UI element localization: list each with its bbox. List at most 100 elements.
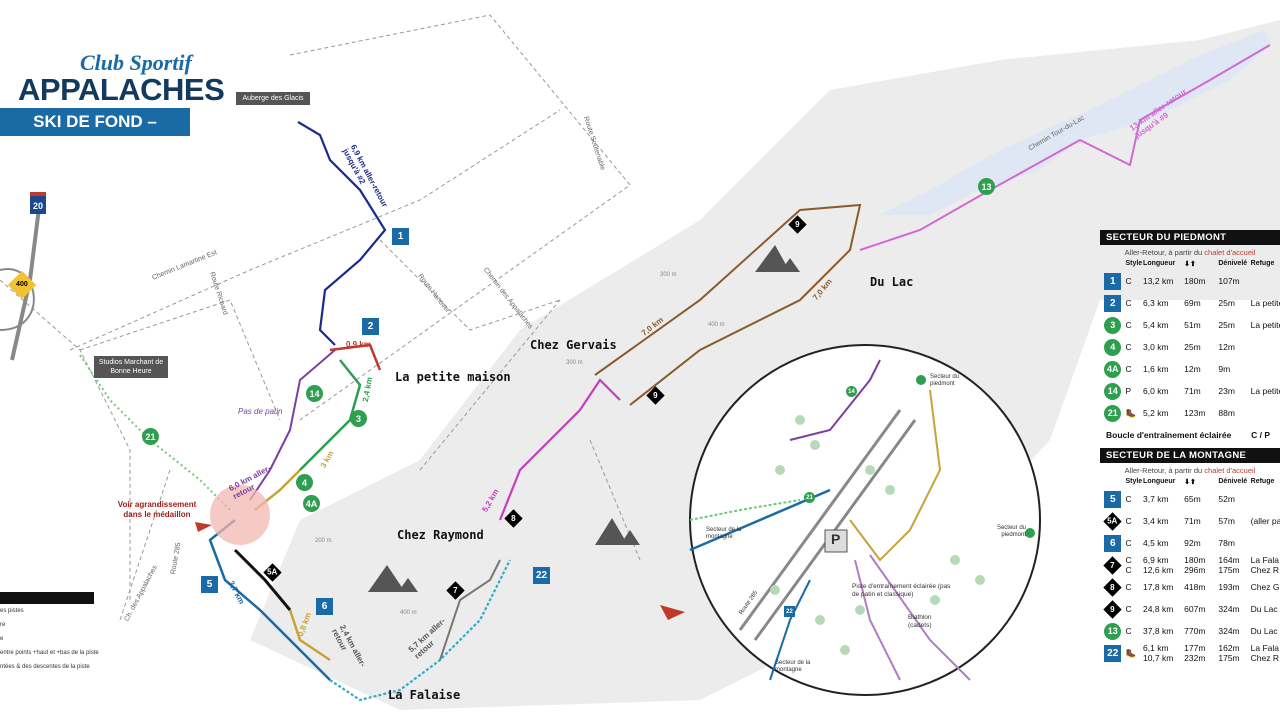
legend-subtitle-b: chalet d'accueil [1204, 248, 1256, 257]
legend-denivele: 78m [1218, 538, 1235, 548]
legend-refuge: La petite [1250, 298, 1280, 308]
legend-denivele: 52m [1218, 494, 1235, 504]
legend-trail-marker: 9 [1100, 599, 1125, 619]
legend-style: C [1125, 364, 1132, 374]
marker-3: 3 [350, 410, 367, 427]
medallion-piedmont-top: Secteur du piedmont [930, 374, 960, 387]
trees [770, 415, 985, 655]
auberge-label: Auberge des Glacis [236, 92, 310, 105]
road-line [419, 299, 561, 471]
marker-6: 6 [316, 598, 333, 615]
trail-number-badge: 1 [1104, 272, 1122, 290]
legend-updown: 69m [1184, 298, 1201, 308]
legend-refuge: (aller pa [1250, 516, 1280, 526]
trail-5a [233, 548, 292, 611]
trail-number-badge: 14 [1104, 382, 1122, 400]
legend-trail-marker: 2 [1100, 294, 1125, 312]
marker-9b-label: 9 [795, 219, 800, 229]
left-legend-item: e [0, 636, 4, 642]
road-line [0, 279, 131, 600]
trail-1 [297, 121, 387, 346]
legend-trail-marker: 6 [1100, 534, 1125, 552]
legend-columns: Style Longueur ⬇⬆ Dénivelé Refuge [1100, 476, 1280, 488]
medallion-marker-14: 14 [846, 386, 857, 397]
place-chez-raymond: Chez Raymond [397, 528, 484, 542]
trail-number-badge: 8 [1103, 577, 1122, 597]
marker-9a-label: 9 [653, 390, 658, 400]
trail-7 [439, 559, 501, 661]
logo-club: Club Sportif [80, 50, 192, 75]
highway-ramp [0, 268, 35, 331]
col-deniv: Dénivelé [1218, 260, 1248, 267]
trail-number-badge: 5A [1103, 511, 1122, 531]
col-longueur: Longueur [1143, 260, 1176, 267]
legend-updown: 51m [1184, 320, 1201, 330]
terrain-area [250, 20, 1280, 710]
legend-refuge: La petite [1250, 320, 1280, 330]
marker-4a: 4A [303, 495, 320, 512]
studios-label: Studios Marchant de Bonne Heure [94, 356, 168, 378]
legend-refuge: Du Lac [1250, 626, 1278, 636]
left-legend-header [0, 592, 94, 604]
medallion-biathlon: Biathlon (cadets) [908, 614, 932, 629]
elevation-label: 300 m [566, 360, 583, 366]
legend-denivele: 23m [1218, 386, 1235, 396]
medallion-trail-purple [789, 359, 881, 441]
legend-updown: 92m [1184, 538, 1201, 548]
lake [880, 30, 1270, 215]
left-legend-item: ntées & des descentes de la piste [0, 664, 90, 670]
boucle-label: Boucle d'entraînement éclairée [1106, 430, 1232, 440]
legend-style: P [1125, 386, 1132, 396]
legend-updown: 418m [1184, 582, 1206, 592]
medallion-parking: P [831, 531, 841, 547]
highway-400-label: 400 [16, 281, 28, 288]
road-line [119, 469, 171, 621]
marker-22: 22 [533, 567, 550, 584]
col-style: Style [1125, 478, 1143, 485]
legend-style: C [1125, 604, 1132, 614]
legend-trail-marker: 14 [1100, 382, 1125, 400]
trail-legend: SECTEUR DU PIEDMONT Aller-Retour, à part… [1100, 230, 1280, 664]
legend-style: C [1125, 320, 1132, 330]
agrandi-arrow-icon [195, 522, 212, 532]
place-petite-maison: La petite maison [395, 370, 511, 384]
medallion-trail-green [689, 499, 801, 521]
trail-number-badge: 13 [1104, 622, 1122, 640]
legend-style: C [1125, 276, 1132, 286]
legend-updown: 71m [1184, 516, 1201, 526]
legend-trail-marker: 5A [1100, 511, 1125, 531]
trail-22 [329, 559, 511, 702]
legend-denivele: 88m [1218, 408, 1235, 418]
marker-1: 1 [392, 228, 409, 245]
legend-updown: 180m [1184, 276, 1206, 286]
legend-length: 13,2 km [1143, 276, 1174, 286]
road-line [79, 299, 281, 421]
col-updown: ⬇⬆ [1184, 261, 1196, 268]
trail-number-badge: 22 [1104, 644, 1122, 662]
legend-updown: 25m [1184, 342, 1201, 352]
legend-updown: 123m [1184, 408, 1206, 418]
legend-denivele: 9m [1218, 364, 1231, 374]
medallion-trail-gold [849, 389, 942, 562]
marker-8-label: 8 [511, 513, 516, 523]
place-du-lac: Du Lac [870, 275, 914, 289]
legend-columns: Style Longueur ⬇⬆ Dénivelé Refuge [1100, 258, 1280, 270]
legend-trail-marker: 21 [1100, 404, 1125, 422]
piedmont-dot [1025, 528, 1035, 538]
legend-style: C [1125, 342, 1132, 352]
legend-style: C [1125, 582, 1132, 592]
legend-length: 37,8 km [1143, 626, 1174, 636]
agrandi-label: Voir agrandissement dans le médaillon [117, 500, 197, 519]
place-chez-gervais: Chez Gervais [530, 338, 617, 352]
